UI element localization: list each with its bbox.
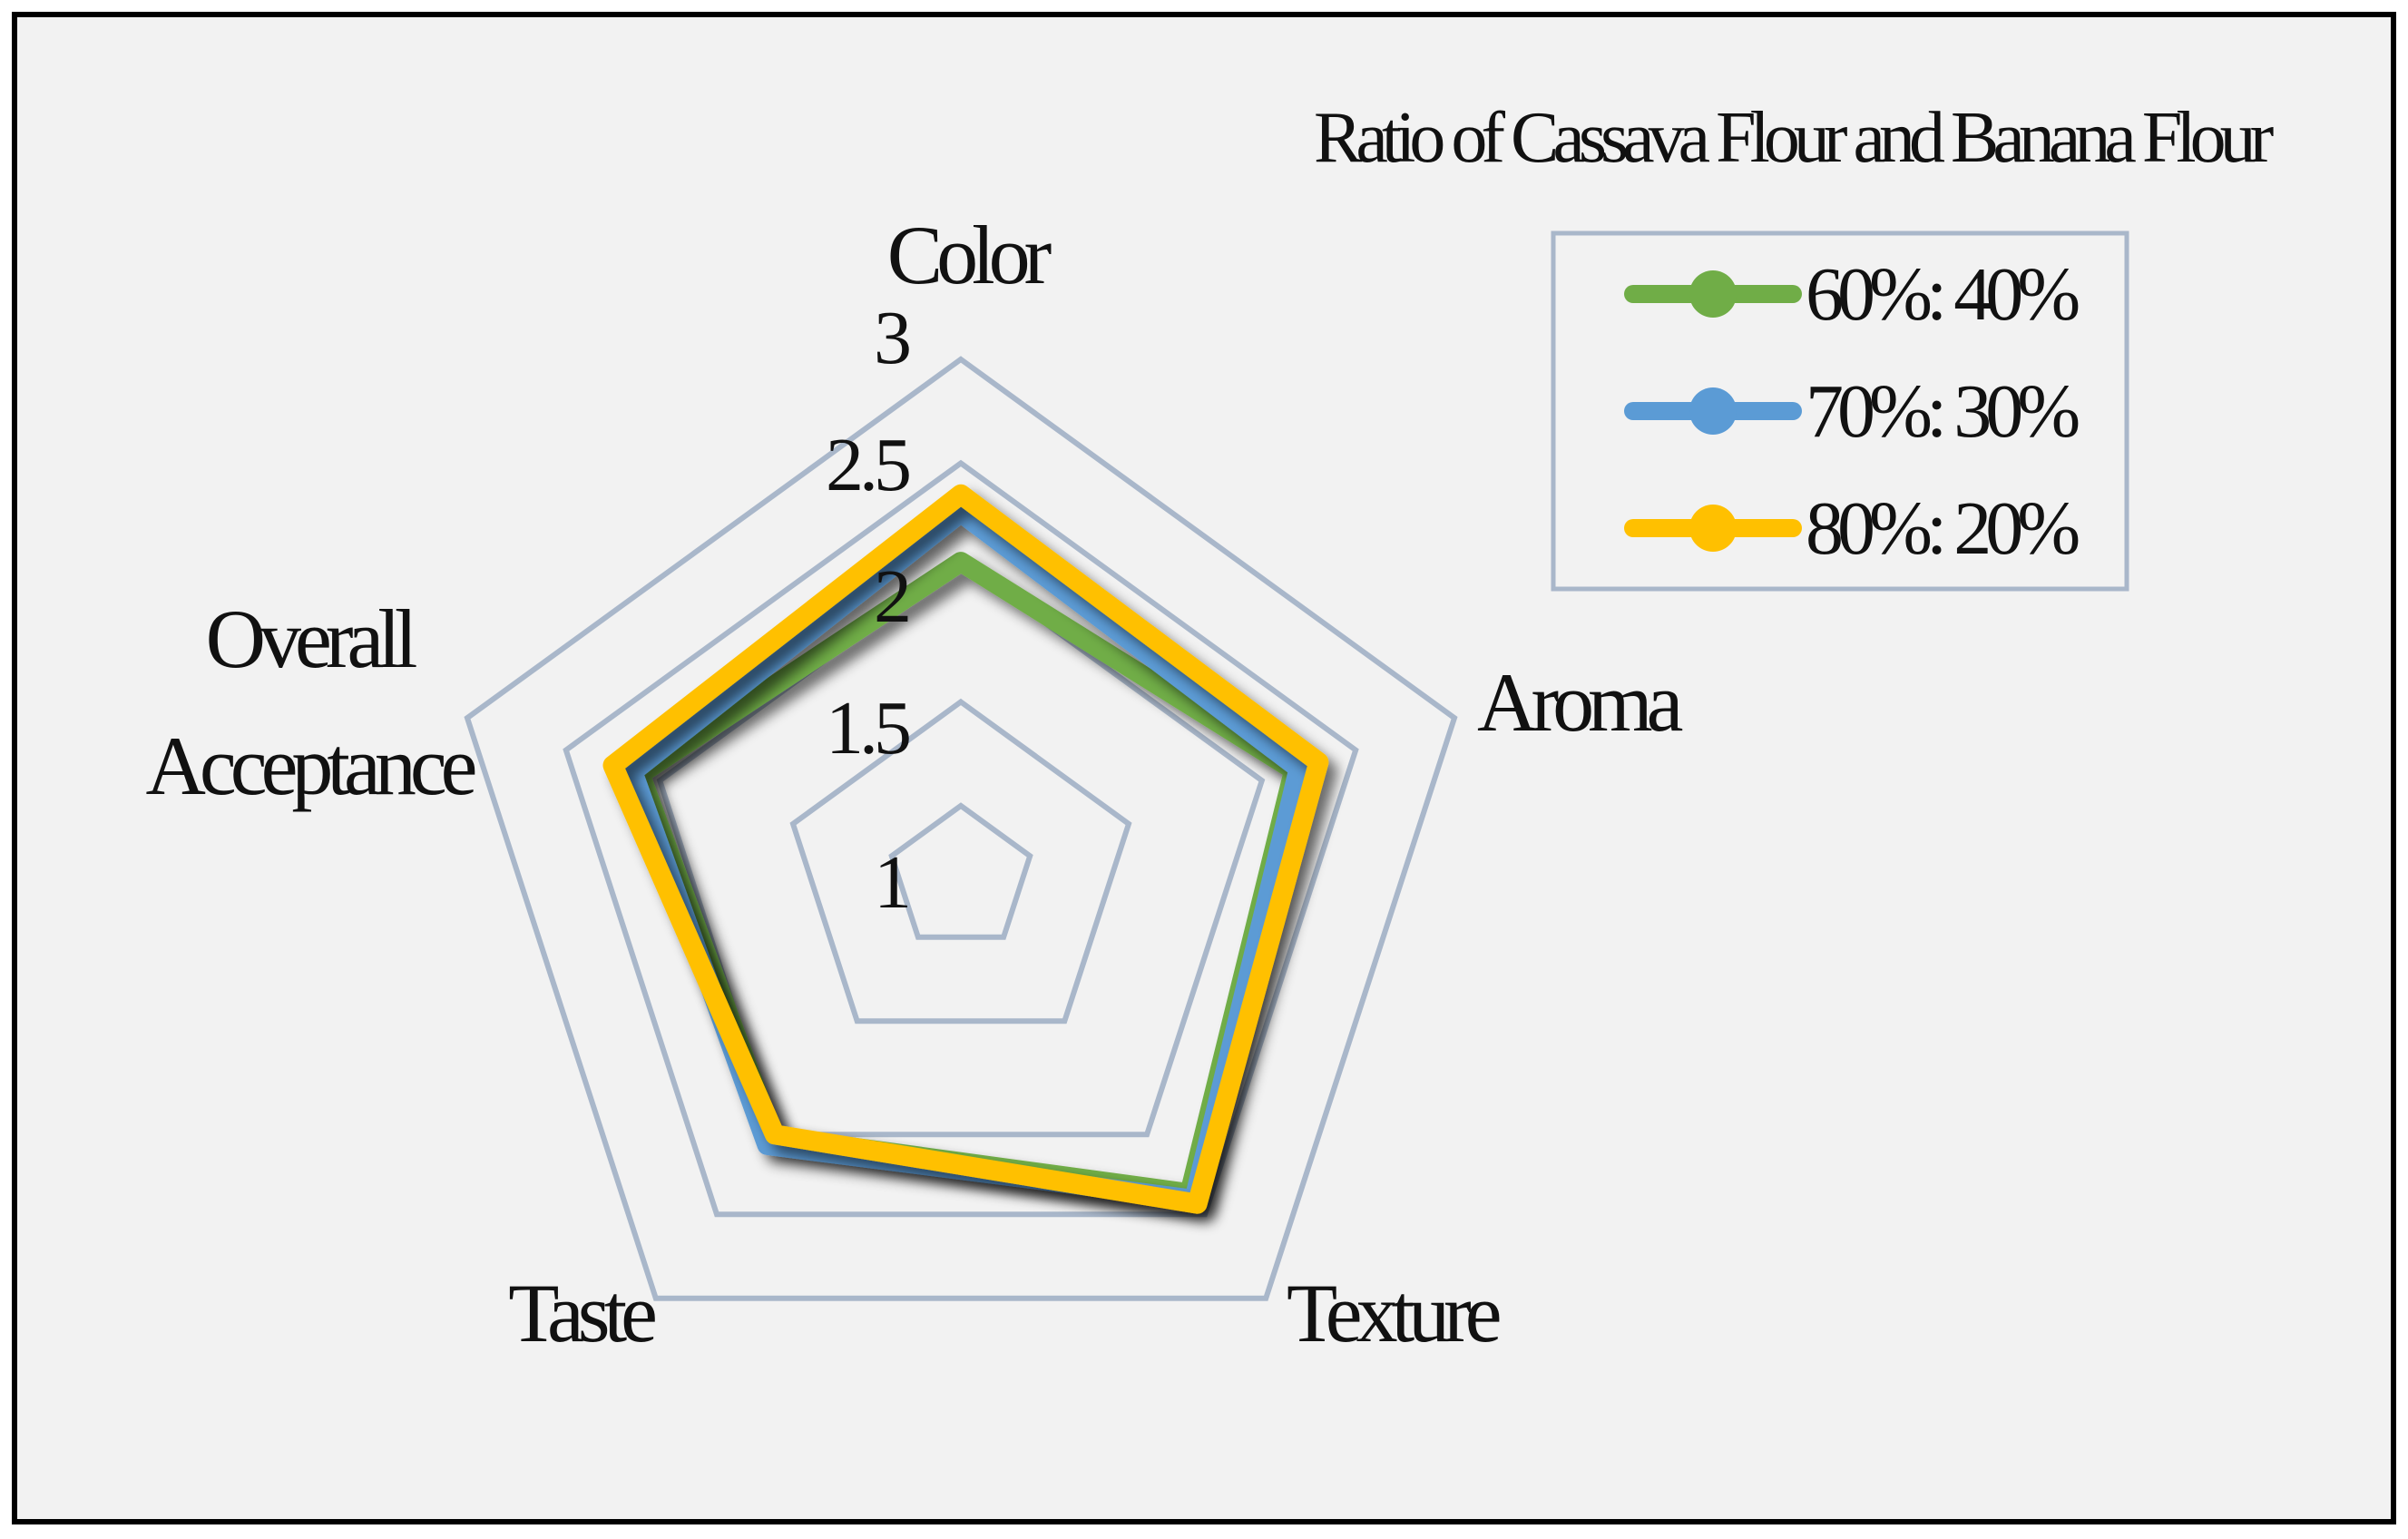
grid-ring [888,802,1033,940]
radar-tick-labels: 1 1.5 2 2.5 3 [826,296,914,925]
legend-swatch-marker [1689,270,1737,318]
axis-label: Texture [1287,1267,1500,1359]
radar-series [602,484,1329,1214]
series-polygon [602,484,1329,1214]
axis-label: Overall [206,593,416,685]
legend-label: 70%: 30% [1806,369,2079,454]
grid-ring [656,558,1266,1138]
legend-swatch-marker [1689,505,1737,552]
axis-label: Color [887,209,1052,301]
legend-box [1551,230,2129,592]
tick-label: 1 [874,840,907,925]
axis-label: Aroma [1477,656,1683,749]
legend-swatch-marker [1689,387,1737,435]
tick-label: 2.5 [826,423,909,507]
tick-label: 3 [874,296,909,380]
radar-grid [464,356,1458,1301]
legend-items: 60%: 40% 70%: 30% 80%: 20% [1624,252,2085,571]
legend: Ratio of Cassava Flour and Banana Flour … [1314,98,2280,592]
tick-label: 1.5 [826,686,909,770]
chart-background [12,12,2396,1524]
legend-label: 80%: 20% [1806,486,2079,571]
legend-label: 60%: 40% [1806,252,2079,337]
axis-label: Acceptance [145,720,475,812]
grid-ring [563,459,1359,1218]
tick-label: 2 [874,554,908,639]
axis-label: Taste [508,1267,655,1359]
grid-ring [789,698,1132,1024]
grid-ring [464,356,1458,1301]
legend-title: Ratio of Cassava Flour and Banana Flour [1314,98,2274,178]
